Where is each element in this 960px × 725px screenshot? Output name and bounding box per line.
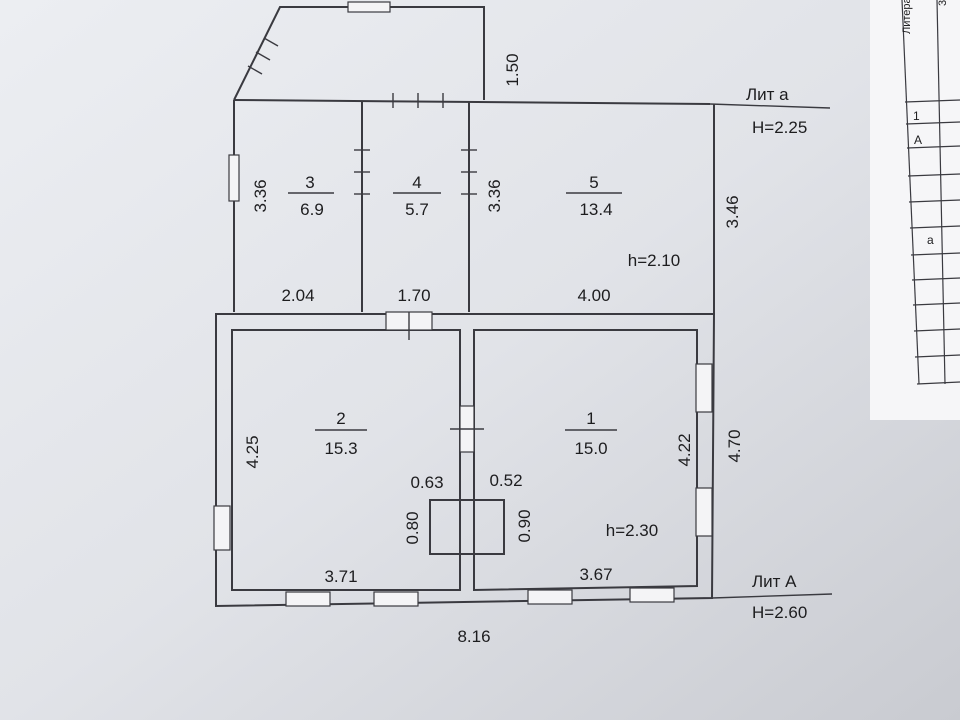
window <box>527 589 573 605</box>
lit-small-height: H=2.25 <box>752 118 807 137</box>
room-3-number: 3 <box>305 173 314 192</box>
room-5-area: 13.4 <box>579 200 612 219</box>
dim-stove-w-left: 0.63 <box>410 473 443 492</box>
room-1-number: 1 <box>586 409 595 428</box>
height-upper: h=2.10 <box>628 251 680 270</box>
dim-width-5: 4.00 <box>577 286 610 305</box>
dim-room2-bottom: 3.71 <box>324 567 357 586</box>
side-table-row-1: 1 <box>913 109 920 123</box>
side-table: Литера 3 1 A a <box>901 0 960 385</box>
dim-right-5: 3.46 <box>723 195 742 228</box>
room-2-area: 15.3 <box>324 439 357 458</box>
room-labels: 3 6.9 4 5.7 5 13.4 2 15.3 1 15.0 <box>288 173 622 458</box>
dim-room1-bottom: 3.67 <box>579 565 612 584</box>
window <box>695 487 713 537</box>
lit-small-label: Лит а <box>746 85 789 104</box>
dim-stove-w-right: 0.52 <box>489 471 522 490</box>
dim-width-3: 2.04 <box>281 286 314 305</box>
dim-porch-height: 1.50 <box>503 53 522 86</box>
height-lower: h=2.30 <box>606 521 658 540</box>
dim-stove-h-left: 0.80 <box>403 511 422 544</box>
side-table-header: Литера <box>901 0 913 34</box>
lit-big-label: Лит А <box>752 572 797 591</box>
main-house-walls <box>213 311 833 608</box>
dim-outer-right: 4.70 <box>725 429 744 462</box>
room-2-number: 2 <box>336 409 345 428</box>
window <box>373 591 419 607</box>
dim-room2-left: 4.25 <box>243 435 262 468</box>
window <box>347 1 391 13</box>
dim-width-4: 1.70 <box>397 286 430 305</box>
dim-room3-left: 3.36 <box>251 179 270 212</box>
window <box>285 591 331 607</box>
letter-labels: Лит а H=2.25 Лит А H=2.60 <box>746 85 807 622</box>
side-table-sheet <box>870 0 960 420</box>
dim-partition-34: 3.36 <box>485 179 504 212</box>
annex-walls <box>228 1 831 314</box>
dim-stove-h-right: 0.90 <box>515 509 534 542</box>
room-4-number: 4 <box>412 173 421 192</box>
dimension-labels: 1.50 3.36 3.36 3.46 2.04 1.70 4.00 h=2.1… <box>243 53 744 646</box>
window <box>695 363 713 413</box>
window <box>228 154 240 202</box>
side-table-row-2: A <box>914 133 922 147</box>
window <box>213 505 231 551</box>
room-5-number: 5 <box>589 173 598 192</box>
side-table-row-3: a <box>927 233 934 247</box>
window <box>629 587 675 603</box>
side-table-corner: 3 <box>937 0 949 6</box>
room-4-area: 5.7 <box>405 200 429 219</box>
dim-total-width: 8.16 <box>457 627 490 646</box>
room-1-area: 15.0 <box>574 439 607 458</box>
lit-big-height: H=2.60 <box>752 603 807 622</box>
dim-room1-right: 4.22 <box>675 433 694 466</box>
room-3-area: 6.9 <box>300 200 324 219</box>
